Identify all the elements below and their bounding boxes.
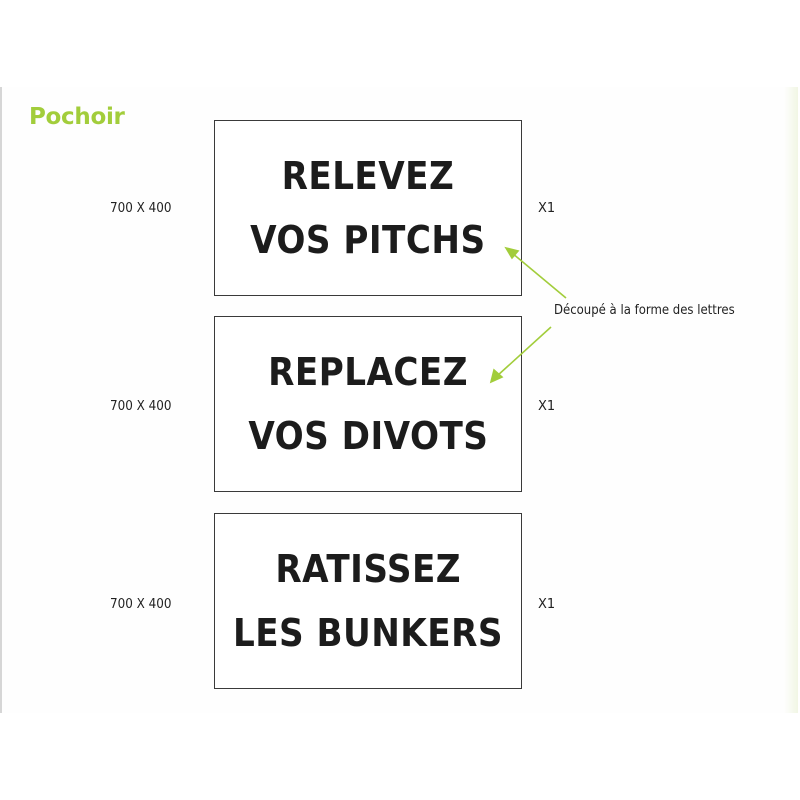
sign-line: LES BUNKERS (233, 611, 503, 655)
sign-quantity: X1 (538, 201, 556, 216)
sign-quantity: X1 (538, 399, 556, 414)
sign-line: VOS PITCHS (250, 218, 486, 262)
sign-dimensions: 700 X 400 (110, 597, 172, 612)
stencil-sign: RATISSEZ LES BUNKERS (214, 513, 522, 689)
sign-dimensions: 700 X 400 (110, 399, 172, 414)
sign-quantity: X1 (538, 597, 556, 612)
sign-line: RELEVEZ (281, 154, 455, 198)
stencil-sign: RELEVEZ VOS PITCHS (214, 120, 522, 296)
sign-line: VOS DIVOTS (247, 414, 488, 458)
page-title: Pochoir (29, 104, 125, 130)
sheet-edge-shadow (784, 87, 798, 713)
sign-dimensions: 700 X 400 (110, 201, 172, 216)
sign-line: REPLACEZ (268, 350, 468, 394)
sign-line: RATISSEZ (275, 547, 461, 591)
annotation-label: Découpé à la forme des lettres (554, 303, 735, 318)
stencil-sign: REPLACEZ VOS DIVOTS (214, 316, 522, 492)
